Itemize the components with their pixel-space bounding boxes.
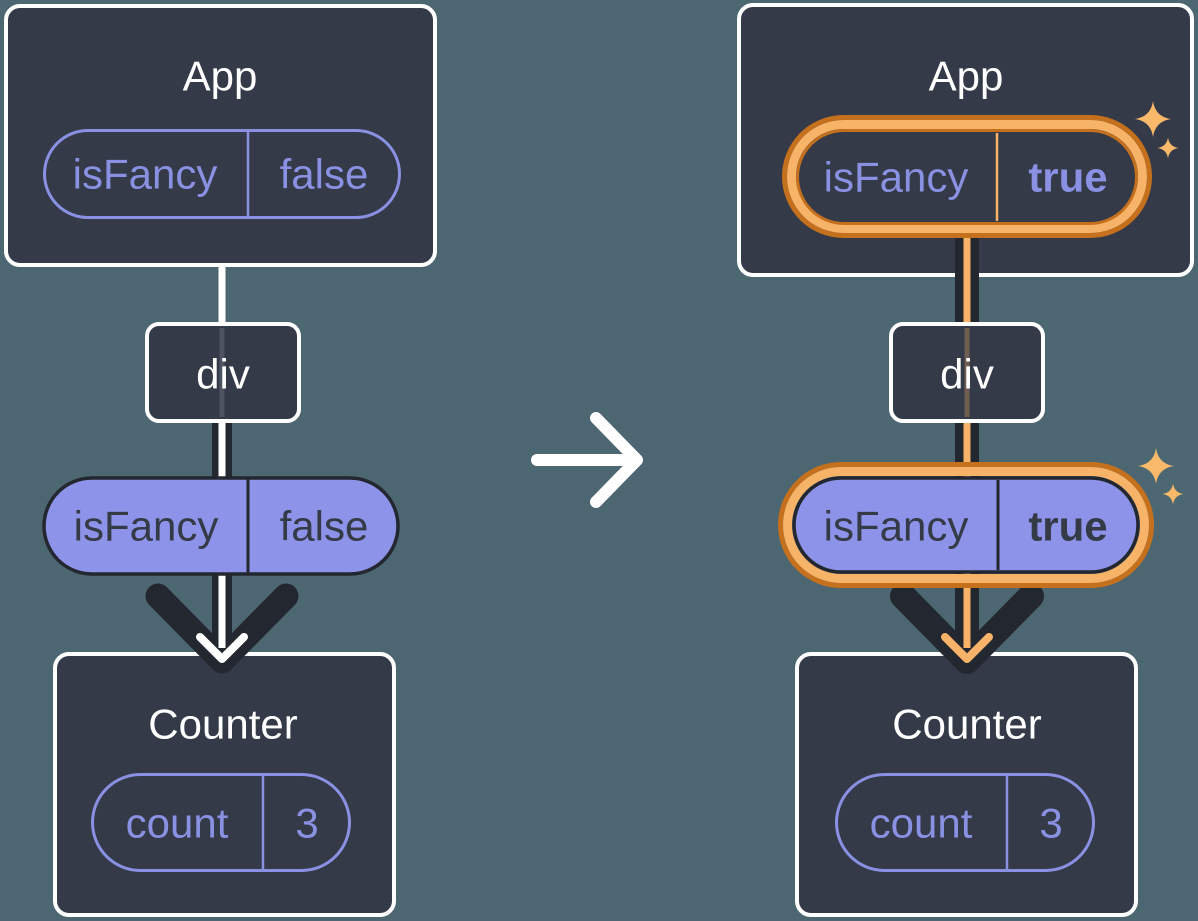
isfancy-prop-value: true [1028,503,1107,550]
div-node-box [145,322,301,423]
isfancy-prop-value: false [280,503,369,550]
tree-after: App Counter count 3 div isFancy true [737,3,1194,917]
sparkle-icon [1162,483,1184,505]
counter-component-label: Counter [892,701,1041,748]
isfancy-prop-pill-highlighted: isFancy true [778,462,1154,588]
isfancy-state-pill [43,129,401,219]
isfancy-state-name: isFancy [824,154,969,201]
isfancy-prop-name: isFancy [824,503,969,550]
div-node-label: div [196,351,250,398]
count-state-value: 3 [295,800,318,847]
counter-component-box [53,652,396,917]
counter-component-box [795,652,1138,917]
count-state-name: count [870,800,973,847]
sparkle-icon [1137,447,1175,485]
count-state-value: 3 [1039,800,1062,847]
count-state-name: count [126,800,229,847]
count-state-pill [835,773,1095,872]
isfancy-state-value: true [1028,154,1107,201]
isfancy-prop-pill [42,476,400,576]
app-component-label: App [183,53,258,100]
app-component-label: App [929,53,1004,100]
isfancy-prop-name: isFancy [74,503,219,550]
tree-before: App Counter count 3 div isFancy false is… [4,4,437,917]
div-node-box [889,322,1045,423]
isfancy-state-pill-highlighted: isFancy true [782,115,1152,238]
isfancy-state-name: isFancy [73,151,218,198]
arrow-down-core-icon [196,633,248,663]
arrow-down-core-icon [941,633,993,663]
counter-component-label: Counter [148,701,297,748]
isfancy-state-value: false [280,151,369,198]
arrow-right-icon [531,412,643,508]
div-node-label: div [940,351,994,398]
count-state-pill [91,773,351,872]
